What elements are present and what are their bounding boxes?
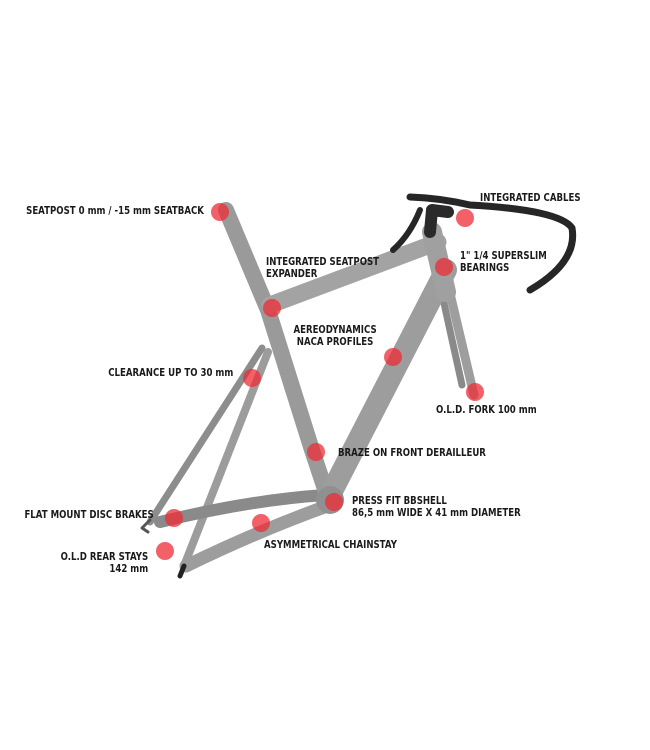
rear-dropout [140, 518, 152, 534]
stem [424, 204, 454, 238]
hotspot-marker[interactable] [252, 514, 270, 532]
top-tube [261, 233, 447, 314]
hotspot-marker[interactable] [165, 509, 183, 527]
fork-blade-near [443, 280, 479, 400]
hotspot-marker[interactable] [211, 203, 229, 221]
label-chainstay: ASYMMETRICAL CHAINSTAY [264, 538, 397, 551]
handlebar-drop-left [390, 207, 423, 253]
seat-stay-near [180, 348, 272, 570]
label-clearance: CLEARANCE UP TO 30 mm [107, 366, 233, 379]
hotspot-marker[interactable] [325, 493, 343, 511]
hotspot-marker[interactable] [456, 209, 474, 227]
label-integrated-cables: INTEGRATED CABLES [480, 191, 581, 204]
hotspot-marker[interactable] [307, 443, 325, 461]
hotspot-marker[interactable] [466, 383, 484, 401]
label-seatpost: SEATPOST 0 mm / -15 mm SEATBACK [26, 204, 204, 217]
label-braze-on: BRAZE ON FRONT DERAILLEUR [338, 446, 486, 459]
handlebar [406, 193, 577, 294]
label-fork: O.L.D. FORK 100 mm [436, 403, 537, 416]
hotspot-marker[interactable] [263, 299, 281, 317]
chainstay-near [179, 498, 337, 573]
hotspot-marker[interactable] [243, 369, 261, 387]
rear-dropout-near [177, 563, 187, 579]
hotspot-marker[interactable] [384, 348, 402, 366]
hotspot-marker[interactable] [435, 258, 453, 276]
label-disc-brakes: FLAT MOUNT DISC BRAKES [24, 508, 154, 521]
down-tube [319, 259, 457, 506]
seat-tube [218, 202, 336, 506]
hotspot-marker[interactable] [156, 542, 174, 560]
